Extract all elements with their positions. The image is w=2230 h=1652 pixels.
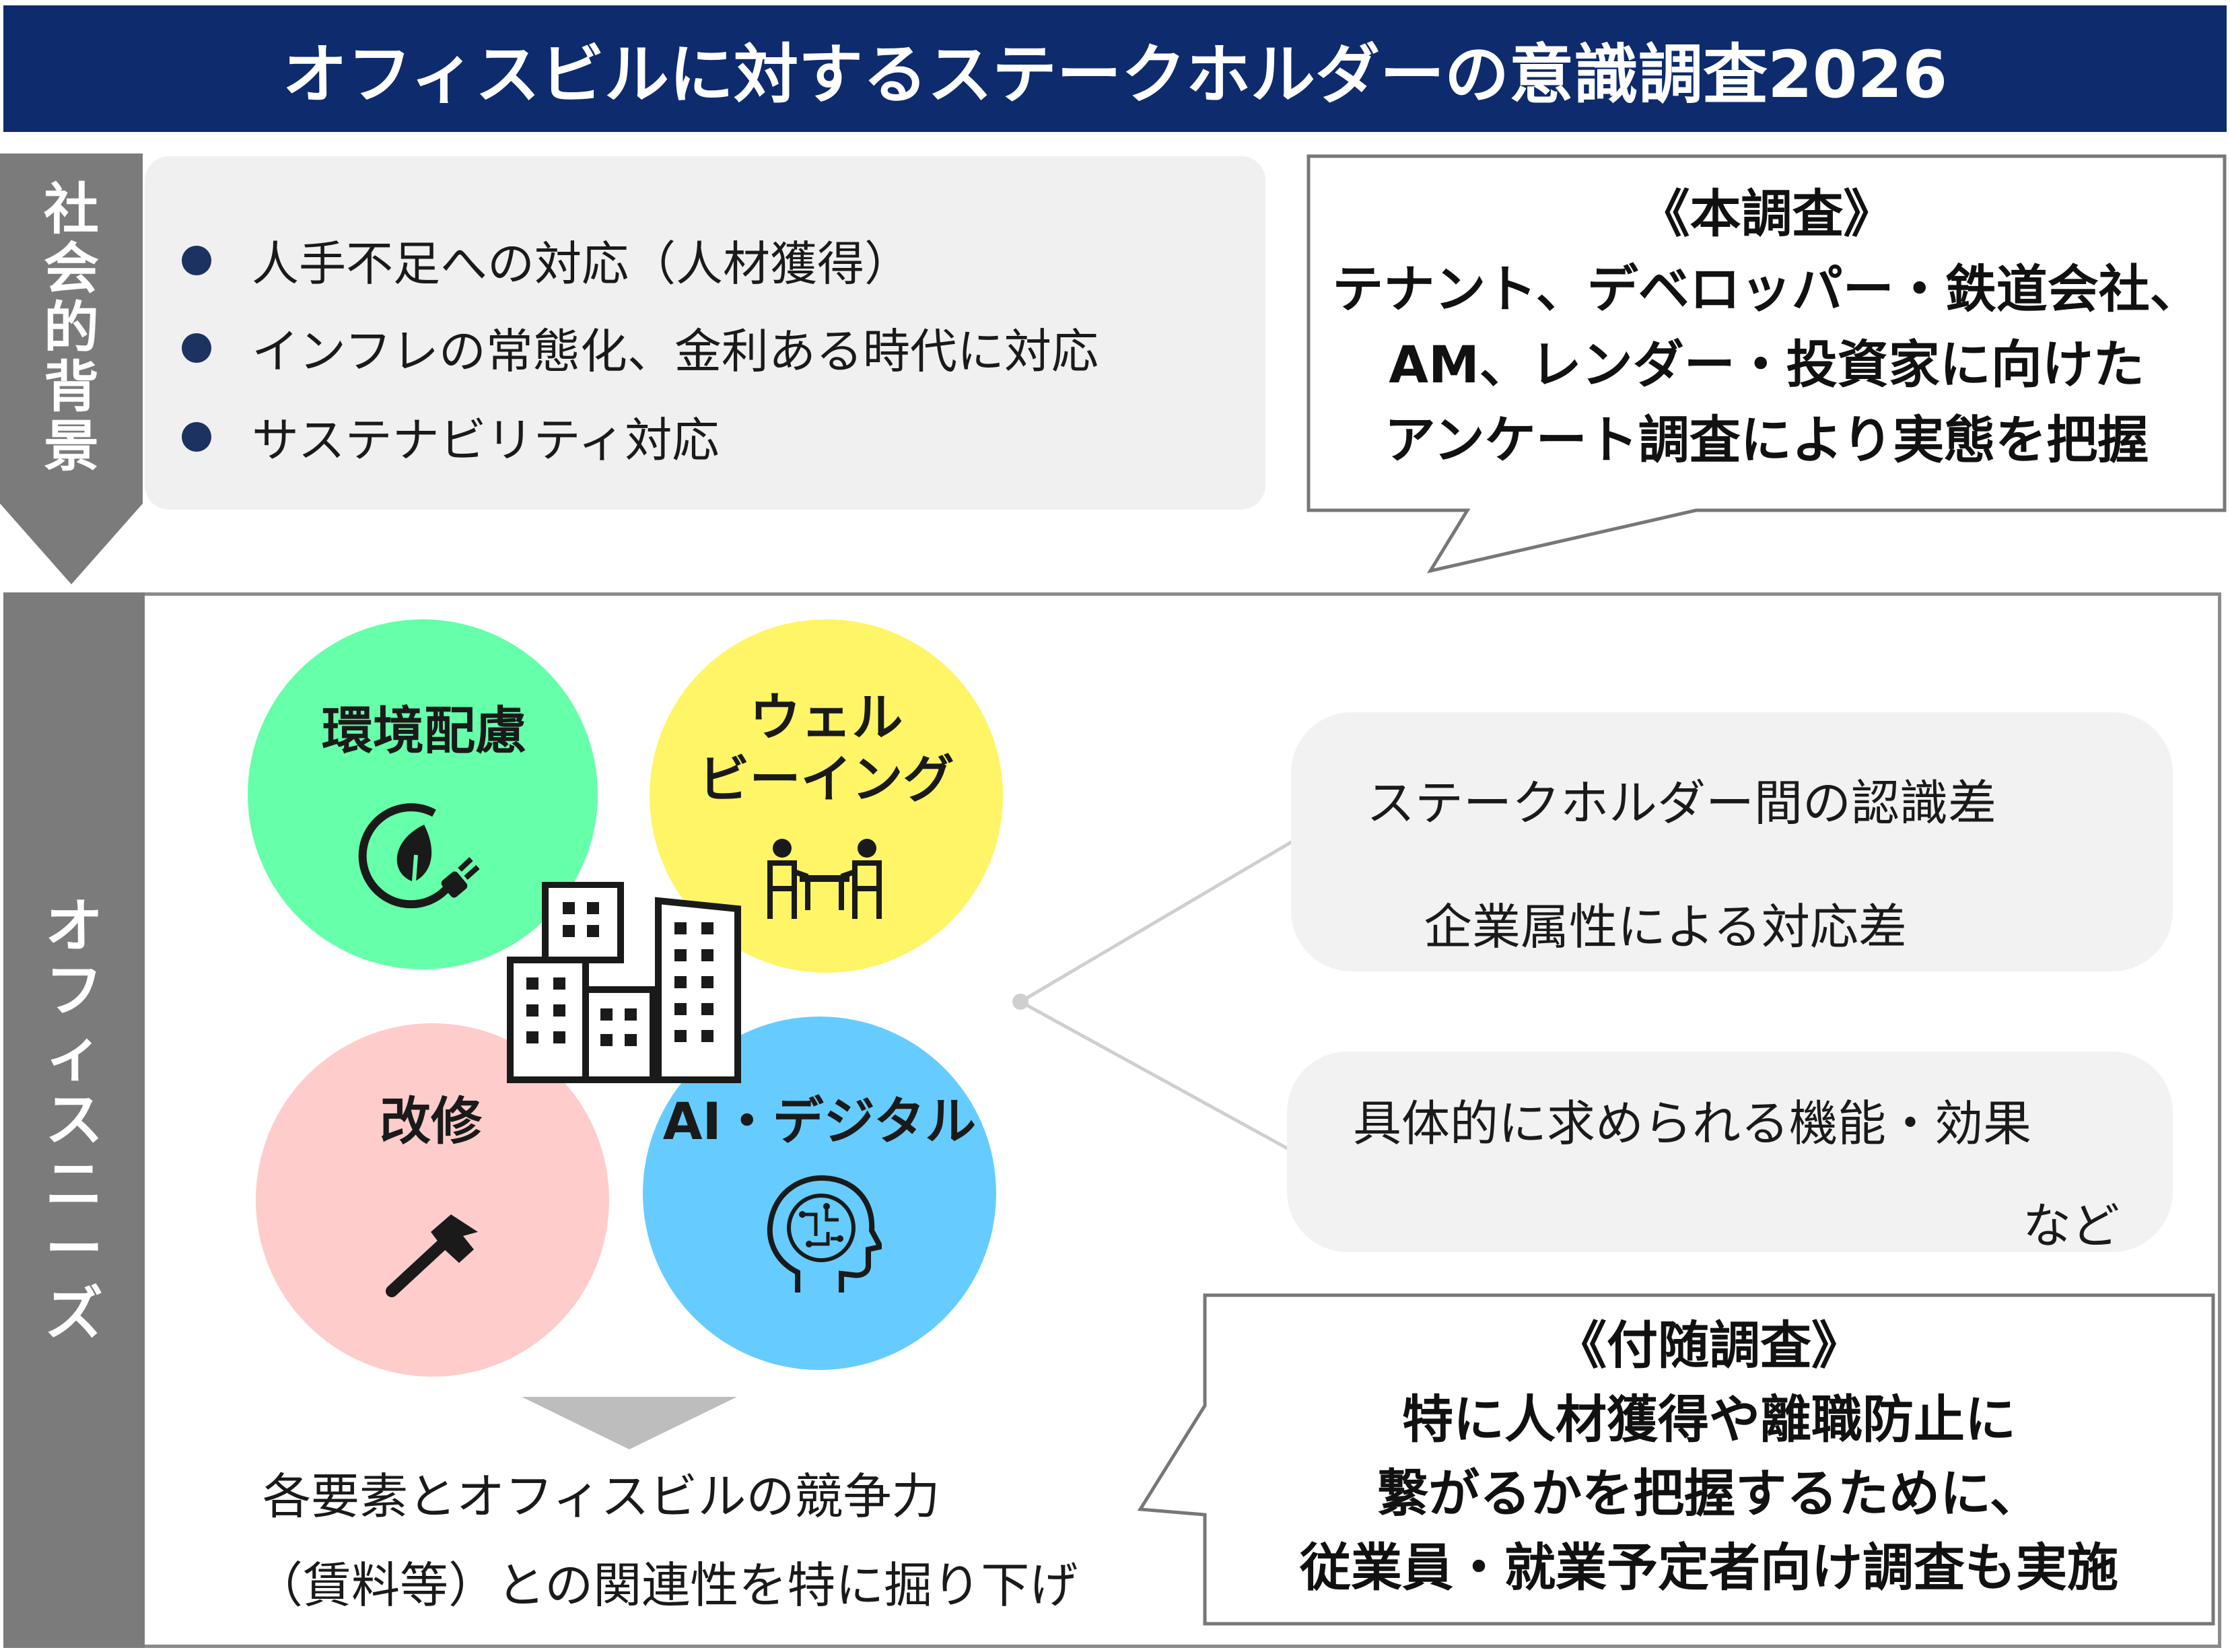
needs-tab-char: フ: [45, 957, 103, 1025]
main-survey-line: テナント、デベロッパー・鉄道会社、: [1332, 259, 2201, 319]
wellbeing-label-line: ビーイング: [698, 749, 954, 809]
needs-tab-char: ズ: [45, 1280, 103, 1348]
sub-survey-line: 繋がるかを把握するために、: [1377, 1464, 2041, 1523]
analysis-text: ステークホルダー間の認識差: [1366, 775, 1997, 831]
environment-label: 環境配慮: [322, 701, 526, 761]
background-tab-label: 社 会 的 背 景: [0, 180, 143, 477]
background-item: インフレの常態化、金利ある時代に対応: [182, 314, 1099, 382]
background-item-text: インフレの常態化、金利ある時代に対応: [252, 324, 1099, 379]
background-item-text: サステナビリティ対応: [252, 413, 720, 468]
needs-tab-char: ィ: [45, 1022, 103, 1089]
people-meeting-icon: [767, 839, 882, 919]
needs-tab-char: ー: [45, 1216, 103, 1283]
wellbeing-label: ウェル ビーイング: [676, 687, 976, 811]
ai-head-icon: [767, 1175, 882, 1293]
sub-survey-text: 《付随調査》 特に人材獲得や離職防止に 繋がるかを把握するために、 従業員・就業…: [1205, 1309, 2213, 1605]
hammer-icon: [386, 1214, 478, 1297]
wellbeing-label-line: ウェル: [749, 687, 903, 747]
analysis-text: 企業属性による対応差: [1424, 899, 1907, 955]
needs-tab: オ フ ィ ス ニ ー ズ: [3, 592, 145, 1648]
down-arrow-icon: [522, 1397, 737, 1449]
ai-digital-label: AI・デジタル: [662, 1091, 977, 1151]
background-tab-char: 社: [43, 178, 99, 242]
leaf-plug-icon: [358, 803, 480, 909]
main-survey-line: AM、レンダー・投資家に向けた: [1389, 335, 2145, 394]
analysis-text: など: [2023, 1198, 2120, 1254]
needs-tab-char: オ: [45, 893, 103, 960]
bullet-icon: [182, 421, 211, 452]
background-panel: [145, 156, 1265, 510]
bullet-icon: [182, 333, 211, 363]
main-survey-heading: 《本調査》: [1638, 184, 1895, 244]
bullet-icon: [182, 245, 211, 275]
needs-tab-char: ニ: [45, 1151, 103, 1218]
analysis-box-functions: [1287, 1052, 2173, 1252]
sub-survey-line: 従業員・就業予定者向け調査も実施: [1300, 1538, 2118, 1597]
sub-survey-callout-shape: [1138, 1293, 2215, 1626]
analysis-box-differences: [1291, 712, 2173, 971]
sub-survey-heading: 《付随調査》: [1556, 1315, 1862, 1375]
sub-survey-line: 特に人材獲得や離職防止に: [1402, 1389, 2016, 1449]
background-item-text: 人手不足への対応（人材獲得）: [252, 236, 911, 291]
background-tab-char: 景: [43, 415, 99, 479]
main-survey-text: 《本調査》 テナント、デベロッパー・鉄道会社、 AM、レンダー・投資家に向けた …: [1309, 176, 2225, 478]
analysis-text: 具体的に求められる機能・効果: [1353, 1095, 2032, 1152]
connector-lines: [1012, 839, 1294, 1153]
environment-circle: [248, 619, 598, 969]
main-survey-callout-shape: [1306, 154, 2227, 574]
drilldown-line: 各要素とオフィスビルの競争力: [263, 1468, 940, 1525]
background-tab-char: 的: [43, 296, 99, 360]
renovation-label: 改修: [380, 1091, 482, 1151]
background-item: 人手不足への対応（人材獲得）: [182, 226, 911, 294]
needs-tab-char: ス: [45, 1087, 103, 1154]
background-item: サステナビリティ対応: [182, 403, 719, 471]
background-tab-char: 会: [43, 237, 99, 301]
page-title: オフィスビルに対するステークホルダーの意識調査2026: [3, 5, 2227, 132]
office-buildings-icon: [507, 882, 741, 1083]
drilldown-line: （賃料等）との関連性を特に掘り下げ: [254, 1557, 1078, 1614]
main-survey-line: アンケート調査により実態を把握: [1384, 410, 2149, 470]
background-tab-char: 背: [43, 355, 99, 419]
